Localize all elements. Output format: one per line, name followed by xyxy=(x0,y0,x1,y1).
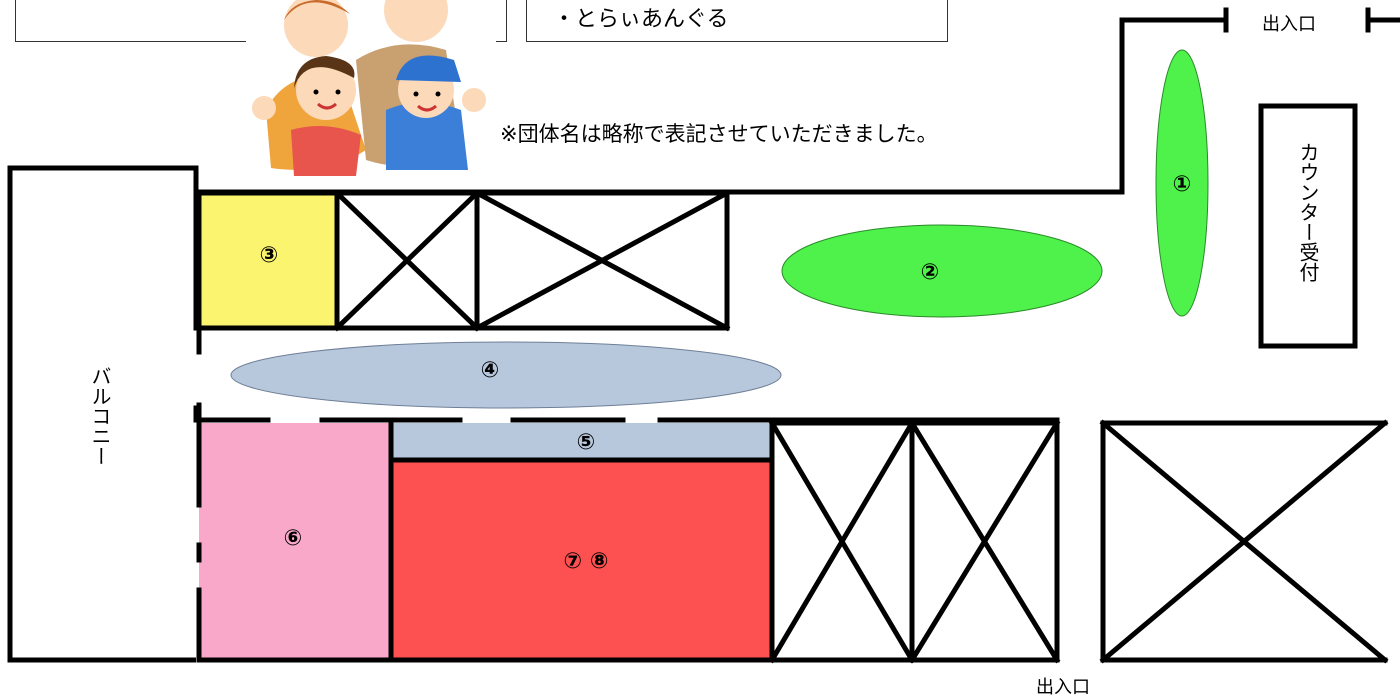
family-illustration xyxy=(246,0,496,176)
zone-4-label: ④ xyxy=(481,358,500,383)
zone-3-label: ③ xyxy=(260,243,279,268)
group-list-item: ・とらぃあんぐる xyxy=(553,7,729,32)
zone-5-label: ⑤ xyxy=(577,430,596,455)
balcony-outline xyxy=(7,165,199,663)
north-wall xyxy=(193,17,1229,195)
zone-5-area xyxy=(392,423,772,460)
balcony-label: バルコニー xyxy=(88,366,112,466)
zone-1-label: ① xyxy=(1173,172,1192,197)
zone-78-area xyxy=(392,460,772,660)
zone-6-area xyxy=(199,423,391,660)
zone-78-label: ⑦ ⑧ xyxy=(564,549,609,574)
zone-3-area xyxy=(199,193,337,328)
zone-2-oval xyxy=(781,224,1103,318)
counter-box xyxy=(1258,103,1358,349)
zone-2-label: ② xyxy=(921,260,940,285)
zone-6-label: ⑥ xyxy=(284,526,303,551)
abbreviation-note: ※団体名は略称で表記させていただきました。 xyxy=(500,122,938,146)
top-right-info-box: ・とらぃあんぐる xyxy=(526,0,948,42)
zone-1-oval xyxy=(1155,49,1209,317)
zone-4-oval xyxy=(230,341,782,409)
counter-label: カウンター受付 xyxy=(1296,142,1320,282)
entrance-bottom-label: 出入口 xyxy=(1036,677,1090,697)
entrance-top-label: 出入口 xyxy=(1262,14,1316,35)
